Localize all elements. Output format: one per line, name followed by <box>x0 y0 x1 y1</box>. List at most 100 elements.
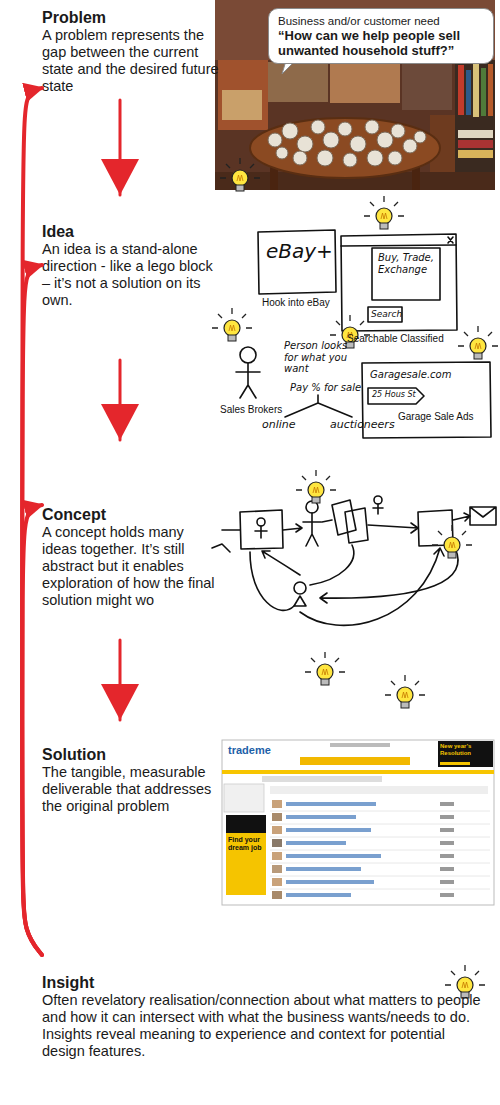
idea-sketch <box>368 388 424 404</box>
listing-row <box>270 811 490 889</box>
listing-row <box>286 841 346 845</box>
sketch-label: online <box>262 419 296 432</box>
sketch-label: Pay % for sale <box>290 382 361 394</box>
website-screenshot <box>438 741 493 767</box>
stage-heading: Problem <box>42 8 220 27</box>
concept-sketch <box>294 582 306 594</box>
concept-sketch <box>294 596 306 606</box>
clutter-photo <box>466 70 471 115</box>
clutter-photo <box>458 130 493 138</box>
listing-row <box>272 800 282 808</box>
idea-sketch <box>448 237 453 243</box>
clutter-photo <box>365 120 379 134</box>
lightbulb-icon <box>296 470 336 503</box>
clutter-photo <box>488 64 493 116</box>
lightbulb-icon <box>212 308 252 341</box>
clutter-photo <box>311 120 325 134</box>
clutter-photo <box>282 123 298 139</box>
clutter-photo <box>481 68 486 116</box>
sketch-label: 25 Hous St <box>372 390 416 399</box>
sketch-label: Garagesale.com <box>370 369 451 381</box>
sketch-label: Search <box>371 309 402 319</box>
listing-row <box>440 893 454 897</box>
flow-arrow <box>119 360 122 440</box>
lightbulb-icon <box>305 652 345 685</box>
clutter-photo <box>297 136 313 152</box>
concept-sketch <box>303 513 321 546</box>
concept-sketch <box>368 523 418 533</box>
site-logo: trademe <box>228 744 271 757</box>
clutter-photo <box>268 120 426 167</box>
idea-sketch <box>240 347 256 363</box>
listing-row <box>286 880 374 884</box>
listing-row <box>440 880 454 884</box>
concept-sketch <box>262 551 300 575</box>
idea-sketch <box>236 363 260 398</box>
clutter-photo <box>317 150 333 166</box>
clutter-photo <box>215 0 495 191</box>
concept-sketch <box>345 508 368 543</box>
clutter-photo <box>350 136 366 152</box>
listing-row <box>440 815 454 819</box>
concept-sketch <box>373 504 383 514</box>
feedback-arrow <box>22 505 42 955</box>
concept-sketch <box>300 548 444 625</box>
stage-block: SolutionThe tangible, measurable deliver… <box>42 720 220 830</box>
quote-text: “How can we help people sell unwanted ho… <box>278 28 484 58</box>
concept-sketch <box>257 518 265 526</box>
stage-block: ProblemA problem represents the gap betw… <box>42 8 220 100</box>
sketch-caption: Hook into eBay <box>262 297 330 309</box>
sketch-caption: Searchable Classified <box>347 333 444 345</box>
stage-heading: Insight <box>42 973 487 992</box>
website-screenshot <box>262 776 382 782</box>
lightbulb-icon <box>220 158 260 191</box>
concept-sketch <box>374 496 382 504</box>
body-text: A problem represents the gap between the… <box>42 27 220 95</box>
bubble-caption: Business and/or customer need <box>278 14 484 28</box>
flow-arrow <box>119 100 122 195</box>
website-screenshot <box>330 743 390 747</box>
sketch-label: eBay+ <box>266 240 333 263</box>
lightbulb-icon <box>458 326 498 359</box>
stage-block: InsightOften revelatory realisation/conn… <box>42 955 487 1060</box>
clutter-photo <box>343 153 357 167</box>
listing-row <box>272 839 282 847</box>
clutter-photo <box>268 133 282 147</box>
clutter-photo <box>250 118 440 178</box>
clutter-photo <box>330 58 400 103</box>
concept-sketch <box>255 526 267 538</box>
listing-row <box>286 815 356 819</box>
ad-text: Find your dream job <box>228 836 264 852</box>
sketch-caption: Garage Sale Ads <box>398 411 474 423</box>
concept-sketch <box>310 545 354 585</box>
listing-row <box>440 867 454 871</box>
clutter-photo <box>403 139 417 153</box>
website-screenshot <box>222 740 494 905</box>
concept-sketch <box>250 552 294 610</box>
idea-sketch <box>372 248 440 300</box>
website-screenshot <box>222 770 494 774</box>
clutter-photo <box>367 150 383 166</box>
stage-heading: Idea <box>42 222 220 241</box>
listing-row <box>272 865 282 873</box>
clutter-photo <box>473 62 479 117</box>
listing-row <box>440 854 454 858</box>
listing-row <box>286 802 376 806</box>
listing-row <box>272 891 282 899</box>
idea-sketch <box>368 307 402 322</box>
listing-row <box>270 800 490 899</box>
stage-block: ConceptA concept holds many ideas togeth… <box>42 440 220 640</box>
concept-sketch <box>222 529 240 531</box>
clutter-photo <box>414 131 426 143</box>
flow-arrow <box>119 640 122 720</box>
sketch-caption: Sales Brokers <box>220 404 282 416</box>
stage-heading: Solution <box>42 745 220 764</box>
clutter-photo <box>218 60 268 130</box>
listing-row <box>272 813 282 821</box>
website-screenshot <box>224 784 264 812</box>
clutter-photo <box>458 150 493 158</box>
idea-sketch <box>341 245 456 246</box>
listing-row <box>440 841 454 845</box>
clutter-photo <box>268 62 328 102</box>
